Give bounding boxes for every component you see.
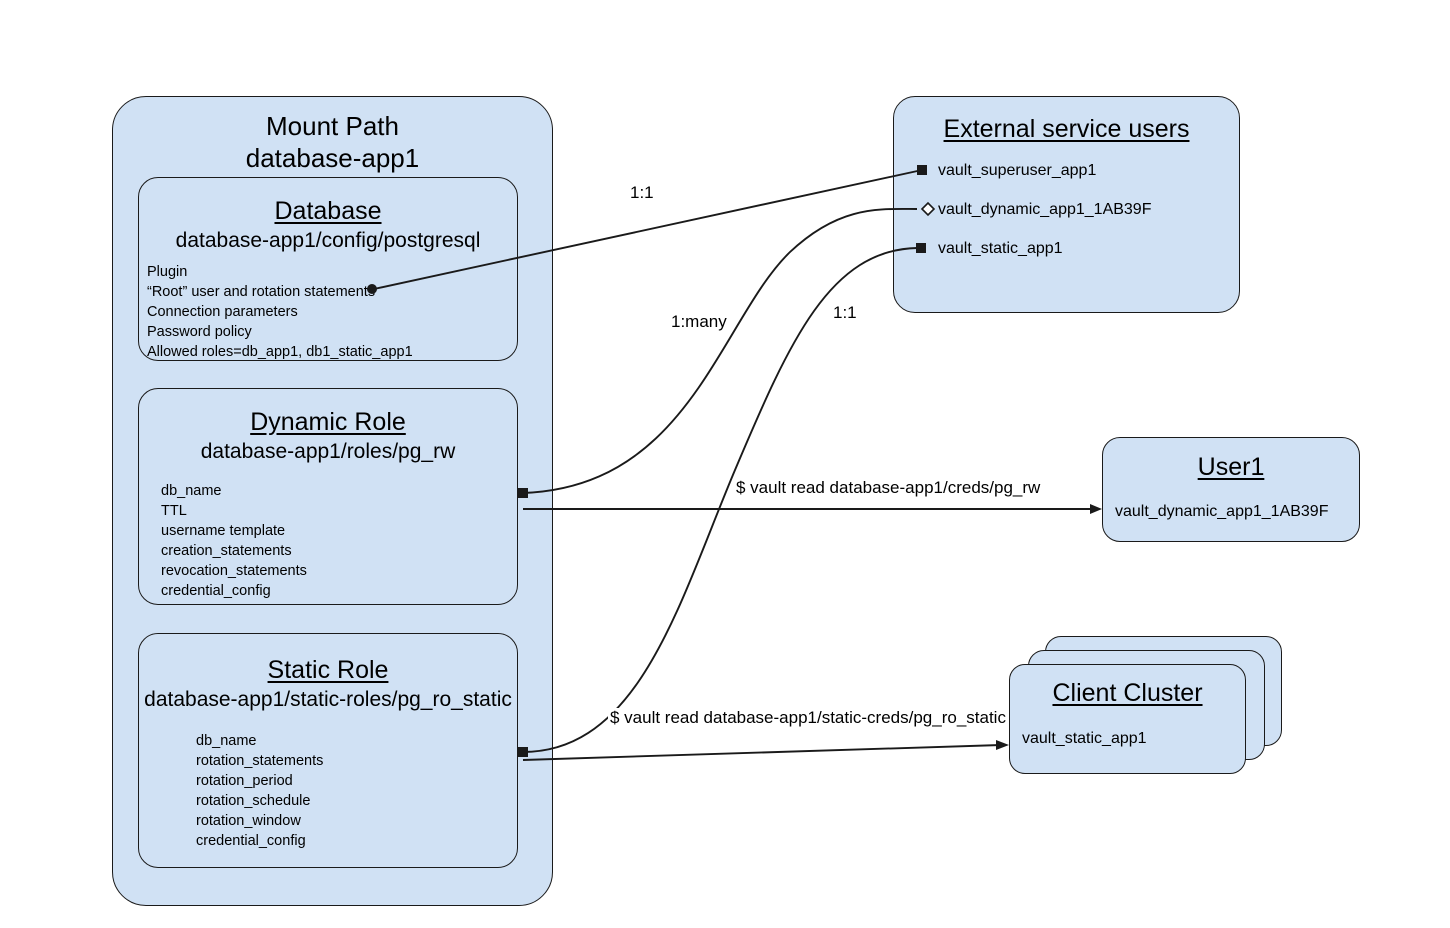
external-service-users-title: External service users — [943, 115, 1190, 143]
user1-title: User1 — [1197, 453, 1265, 481]
dynamic-role-title: Dynamic Role — [250, 408, 406, 436]
mount-path-title: Mount Path database-app1 — [113, 111, 552, 174]
static-role-box[interactable]: Static Role database-app1/static-roles/p… — [138, 633, 518, 868]
dynamic-role-fields: db_name TTL username template creation_s… — [161, 481, 517, 601]
static-role-field: rotation_period — [196, 773, 293, 790]
mount-path-title-line1: Mount Path — [266, 111, 399, 141]
dynamic-role-field: creation_statements — [161, 543, 292, 560]
dynamic-role-field: username template — [161, 523, 286, 540]
database-fields: Plugin “Root” user and rotation statemen… — [147, 262, 517, 362]
database-field: Password policy — [147, 324, 252, 341]
database-title: Database — [274, 197, 382, 225]
external-user-item: vault_static_app1 — [938, 240, 1063, 257]
edge-label-1-to-many: 1:many — [671, 312, 727, 331]
user1-box[interactable]: User1 — [1102, 437, 1360, 542]
database-field: Allowed roles=db_app1, db1_static_app1 — [147, 344, 413, 361]
client-cluster-credential: vault_static_app1 — [1022, 730, 1147, 747]
edge-dynamic-role-to-dynamic-user — [522, 207, 918, 494]
edge-static-role-to-client-cluster — [522, 744, 1002, 761]
static-role-field: rotation_statements — [196, 753, 324, 770]
dynamic-role-field: credential_config — [161, 583, 271, 600]
database-field: Plugin — [147, 264, 188, 281]
database-path: database-app1/config/postgresql — [175, 229, 481, 252]
arrowhead-client-cluster — [996, 740, 1009, 750]
database-box[interactable]: Database database-app1/config/postgresql… — [138, 177, 518, 361]
database-field: Connection parameters — [147, 304, 298, 321]
dynamic-role-field: TTL — [161, 503, 187, 520]
static-role-fields: db_name rotation_statements rotation_per… — [196, 731, 517, 851]
external-user-item: vault_dynamic_app1_1AB39F — [938, 201, 1152, 218]
static-role-field: db_name — [196, 733, 257, 750]
mount-path-title-line2: database-app1 — [245, 142, 420, 173]
dynamic-role-path: database-app1/roles/pg_rw — [200, 440, 456, 463]
client-cluster-box[interactable]: Client Cluster — [1009, 664, 1246, 774]
static-role-title: Static Role — [267, 656, 389, 684]
static-role-field: rotation_window — [196, 813, 301, 830]
static-role-field: rotation_schedule — [196, 793, 311, 810]
database-field: “Root” user and rotation statements — [147, 284, 376, 301]
edge-label-1-to-1-static: 1:1 — [833, 303, 857, 322]
dynamic-role-box[interactable]: Dynamic Role database-app1/roles/pg_rw d… — [138, 388, 518, 605]
dynamic-role-field: db_name — [161, 483, 222, 500]
client-cluster-title: Client Cluster — [1052, 679, 1203, 707]
external-user-item: vault_superuser_app1 — [938, 162, 1097, 179]
edge-label-1-to-1-database: 1:1 — [630, 183, 654, 202]
edge-label-vault-read-static-creds: $ vault read database-app1/static-creds/… — [608, 708, 1008, 728]
edge-label-vault-read-creds: $ vault read database-app1/creds/pg_rw — [734, 478, 1043, 498]
static-role-path: database-app1/static-roles/pg_ro_static — [144, 688, 512, 711]
dynamic-role-field: revocation_statements — [161, 563, 307, 580]
external-service-users-box[interactable]: External service users — [893, 96, 1240, 313]
static-role-field: credential_config — [196, 833, 306, 850]
arrowhead-user1 — [1090, 504, 1102, 514]
user1-credential: vault_dynamic_app1_1AB39F — [1115, 503, 1329, 520]
